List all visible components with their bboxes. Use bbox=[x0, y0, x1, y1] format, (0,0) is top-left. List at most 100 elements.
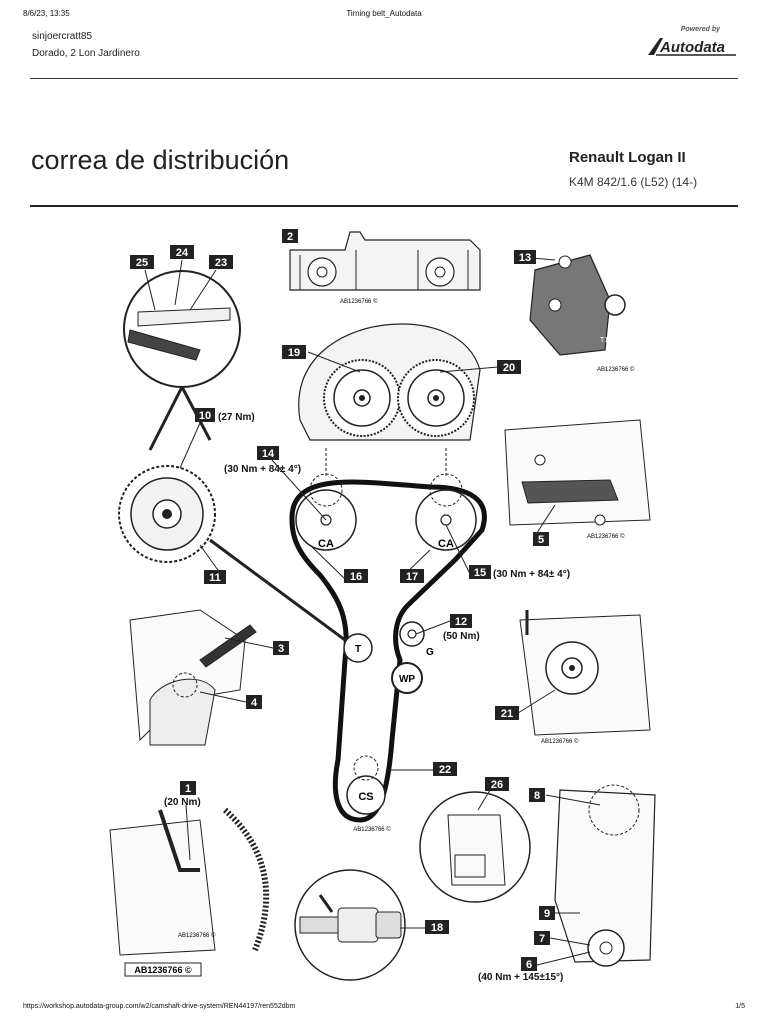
print-date: 8/6/23, 13:35 bbox=[23, 9, 70, 18]
callout-14: 14 bbox=[262, 448, 275, 460]
callout-box-16 bbox=[344, 569, 368, 583]
callout-8: 8 bbox=[534, 790, 540, 802]
tensioner-pulley bbox=[343, 633, 373, 663]
callout-box-2 bbox=[282, 229, 298, 243]
pin-tool-detail bbox=[294, 869, 406, 981]
callout-box-4 bbox=[246, 695, 262, 709]
footer-url: https://workshop.autodata-group.com/w2/c… bbox=[23, 1003, 296, 1010]
tensioner-detail: AB1236766 © bbox=[519, 610, 651, 745]
camshaft-sprocket-exhaust bbox=[415, 489, 477, 551]
callout-11: 11 bbox=[209, 572, 221, 584]
callout-box-3 bbox=[273, 641, 289, 655]
diagram-ref-1: AB1236766 © bbox=[178, 932, 216, 939]
header-divider bbox=[30, 78, 738, 79]
title-divider bbox=[30, 205, 738, 207]
idler-pulley bbox=[399, 621, 425, 647]
belt-layout: CA CA T G WP CS AB1236766 © bbox=[289, 473, 487, 833]
label-wp: WP bbox=[399, 674, 415, 685]
callout-box-10 bbox=[195, 408, 215, 422]
callout-10: 10 bbox=[199, 410, 211, 422]
logo-brand-text: Autodata bbox=[659, 39, 725, 56]
callout-box-18 bbox=[425, 920, 449, 934]
crankshaft-sprocket bbox=[346, 775, 386, 815]
callout-box-15 bbox=[469, 565, 491, 579]
callout-24: 24 bbox=[176, 247, 189, 259]
callout-box-23 bbox=[209, 255, 233, 269]
callout-box-13 bbox=[514, 250, 536, 264]
callout-1: 1 bbox=[185, 783, 191, 795]
callout-4: 4 bbox=[251, 697, 258, 709]
callout-19: 19 bbox=[288, 347, 300, 359]
callout-26: 26 bbox=[491, 779, 503, 791]
callout-box-8 bbox=[529, 788, 545, 802]
user-info: sinjoercratt85 Dorado, 2 Lon Jardinero bbox=[32, 28, 140, 62]
callout-7: 7 bbox=[539, 933, 545, 945]
callout-6: 6 bbox=[526, 959, 532, 971]
callout-16: 16 bbox=[350, 571, 362, 583]
diagram-ref-13: AB1236766 © bbox=[597, 366, 635, 373]
callout-17: 17 bbox=[406, 571, 418, 583]
page-title: correa de distribución bbox=[31, 145, 290, 175]
callout-15: 15 bbox=[474, 567, 486, 579]
callout-3: 3 bbox=[278, 643, 284, 655]
callout-box-19 bbox=[282, 345, 306, 359]
callout-boxes: 1 2 3 4 5 6 7 8 9 10 11 12 13 14 15 16 1… bbox=[130, 229, 555, 971]
callout-12: 12 bbox=[455, 616, 467, 628]
callout-box-9 bbox=[539, 906, 555, 920]
torque-10: (27 Nm) bbox=[218, 412, 255, 423]
diagram-ref-boxed: AB1236766 © bbox=[134, 965, 192, 975]
callout-21: 21 bbox=[501, 708, 513, 720]
label-g: G bbox=[426, 647, 434, 658]
tool-left-detail bbox=[129, 609, 257, 746]
callout-5: 5 bbox=[538, 534, 544, 546]
callout-22: 22 bbox=[439, 764, 451, 776]
callout-2: 2 bbox=[287, 231, 293, 243]
label-t: T bbox=[355, 644, 361, 655]
callout-box-22 bbox=[433, 762, 457, 776]
camshaft-pulleys-detail bbox=[298, 323, 481, 478]
user-name: sinjoercratt85 bbox=[32, 31, 93, 42]
callout-box-21 bbox=[495, 706, 519, 720]
callout-box-14 bbox=[257, 446, 279, 460]
diagram-ref-21: AB1236766 © bbox=[541, 738, 579, 745]
diagram-ref-center: AB1236766 © bbox=[353, 826, 391, 833]
powered-by-label: Powered by bbox=[680, 26, 720, 33]
tensioner-bracket-detail bbox=[419, 784, 656, 967]
callout-box-7 bbox=[534, 931, 550, 945]
callout-box-17 bbox=[400, 569, 424, 583]
callout-box-24 bbox=[170, 245, 194, 259]
diagram-ref-2: AB1236766 © bbox=[340, 298, 378, 305]
callout-13: 13 bbox=[519, 252, 531, 264]
callout-25: 25 bbox=[136, 257, 148, 269]
callout-box-11 bbox=[204, 570, 226, 584]
callout-23: 23 bbox=[215, 257, 227, 269]
vehicle-engine: K4M 842/1.6 (L52) (14-) bbox=[569, 175, 698, 189]
engine-block-detail: AB1236766 © bbox=[289, 231, 481, 305]
torque-6: (40 Nm + 145±15°) bbox=[478, 972, 563, 983]
callout-9: 9 bbox=[544, 908, 550, 920]
callout-box-12 bbox=[450, 614, 472, 628]
diagram-ref-5: AB1236766 © bbox=[587, 533, 625, 540]
torque-12: (50 Nm) bbox=[443, 631, 480, 642]
callout-box-1 bbox=[180, 781, 196, 795]
ref-box bbox=[124, 962, 202, 977]
crank-tooth-magnifier bbox=[123, 270, 241, 451]
callout-box-25 bbox=[130, 255, 154, 269]
crankshaft-sprocket-detail bbox=[118, 465, 346, 642]
callout-box-26 bbox=[485, 777, 509, 791]
torque-14: (30 Nm + 84± 4°) bbox=[224, 464, 301, 475]
tool-bracket-detail: AB1236766 © bbox=[504, 419, 651, 540]
label-t11: T11 bbox=[600, 337, 612, 344]
torque-1: (20 Nm) bbox=[164, 797, 201, 808]
callout-18: 18 bbox=[431, 922, 443, 934]
label-ca-exhaust: CA bbox=[438, 538, 454, 550]
callout-box-20 bbox=[497, 360, 521, 374]
timing-belt-diagram: CA CA T G WP CS AB1236766 © bbox=[109, 229, 656, 983]
callout-box-5 bbox=[533, 532, 549, 546]
print-title: Timing belt_Autodata bbox=[346, 9, 422, 18]
user-address: Dorado, 2 Lon Jardinero bbox=[32, 48, 140, 59]
camshaft-lock-detail: T11 AB1236766 © bbox=[529, 254, 635, 373]
torque-labels: (27 Nm) (30 Nm + 84± 4°) (30 Nm + 84± 4°… bbox=[164, 412, 570, 983]
label-cs: CS bbox=[358, 791, 373, 803]
flywheel-lock-detail: AB1236766 © bbox=[109, 807, 270, 956]
